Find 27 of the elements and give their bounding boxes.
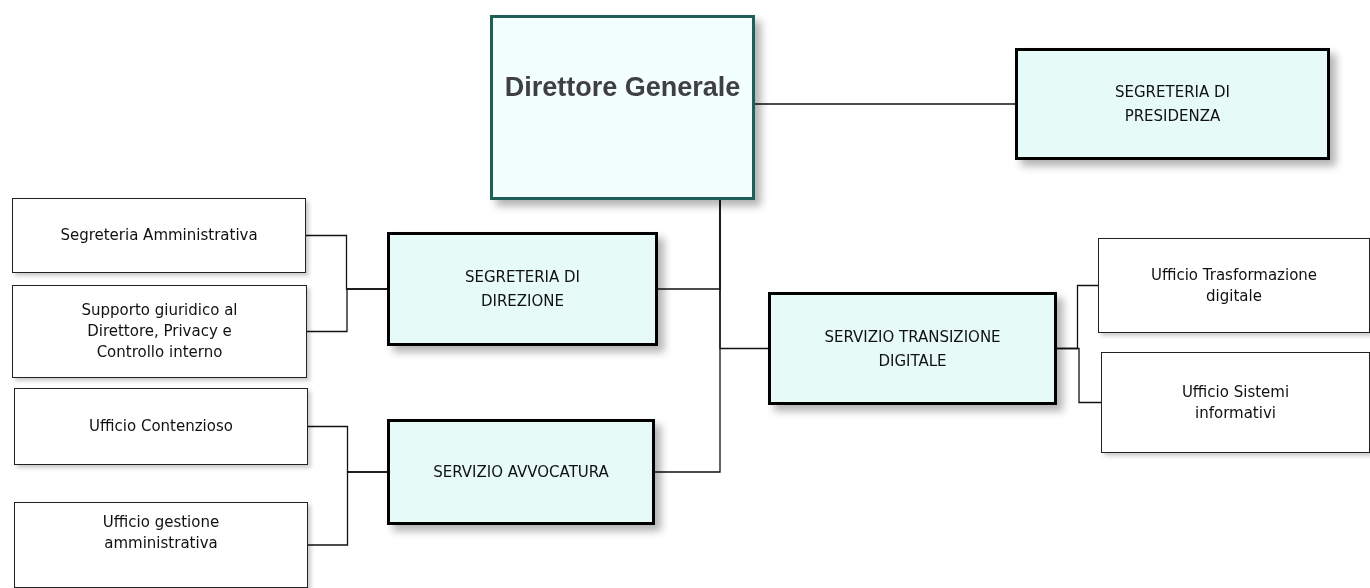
office-box [12, 285, 307, 378]
department-box [387, 419, 655, 525]
node-label: Ufficio gestione amministrativa [101, 512, 221, 554]
connector-line [1056, 347, 1102, 404]
node-label: Supporto giuridico al Direttore, Privacy e Controllo interno [80, 300, 239, 363]
node-label: Ufficio Trasformazione digitale [1149, 264, 1319, 307]
connector-line [654, 199, 721, 473]
node-label: SERVIZIO TRANSIZIONE DIGITALE [823, 326, 1002, 372]
connector-line [306, 288, 388, 333]
node-label: Direttore Generale [503, 71, 742, 105]
director-box [490, 15, 755, 200]
connector-line [307, 471, 388, 546]
node-label: SEGRETERIA DI PRESIDENZA [1114, 82, 1231, 127]
office-box [12, 198, 306, 273]
node-label: SEGRETERIA DI DIREZIONE [464, 267, 581, 312]
office-box [14, 502, 308, 588]
node-label: Ufficio Contenzioso [88, 416, 234, 437]
office-box [1101, 352, 1370, 453]
connector-line [754, 103, 1016, 105]
node-label: Segreteria Amministrativa [59, 225, 259, 246]
office-box [14, 388, 308, 465]
department-box [768, 292, 1057, 405]
department-box [1015, 48, 1330, 160]
node-label: SERVIZIO AVVOCATURA [432, 462, 610, 483]
department-box [387, 232, 658, 346]
office-box [1098, 238, 1370, 333]
node-label: Ufficio Sistemi informativi [1180, 381, 1291, 424]
